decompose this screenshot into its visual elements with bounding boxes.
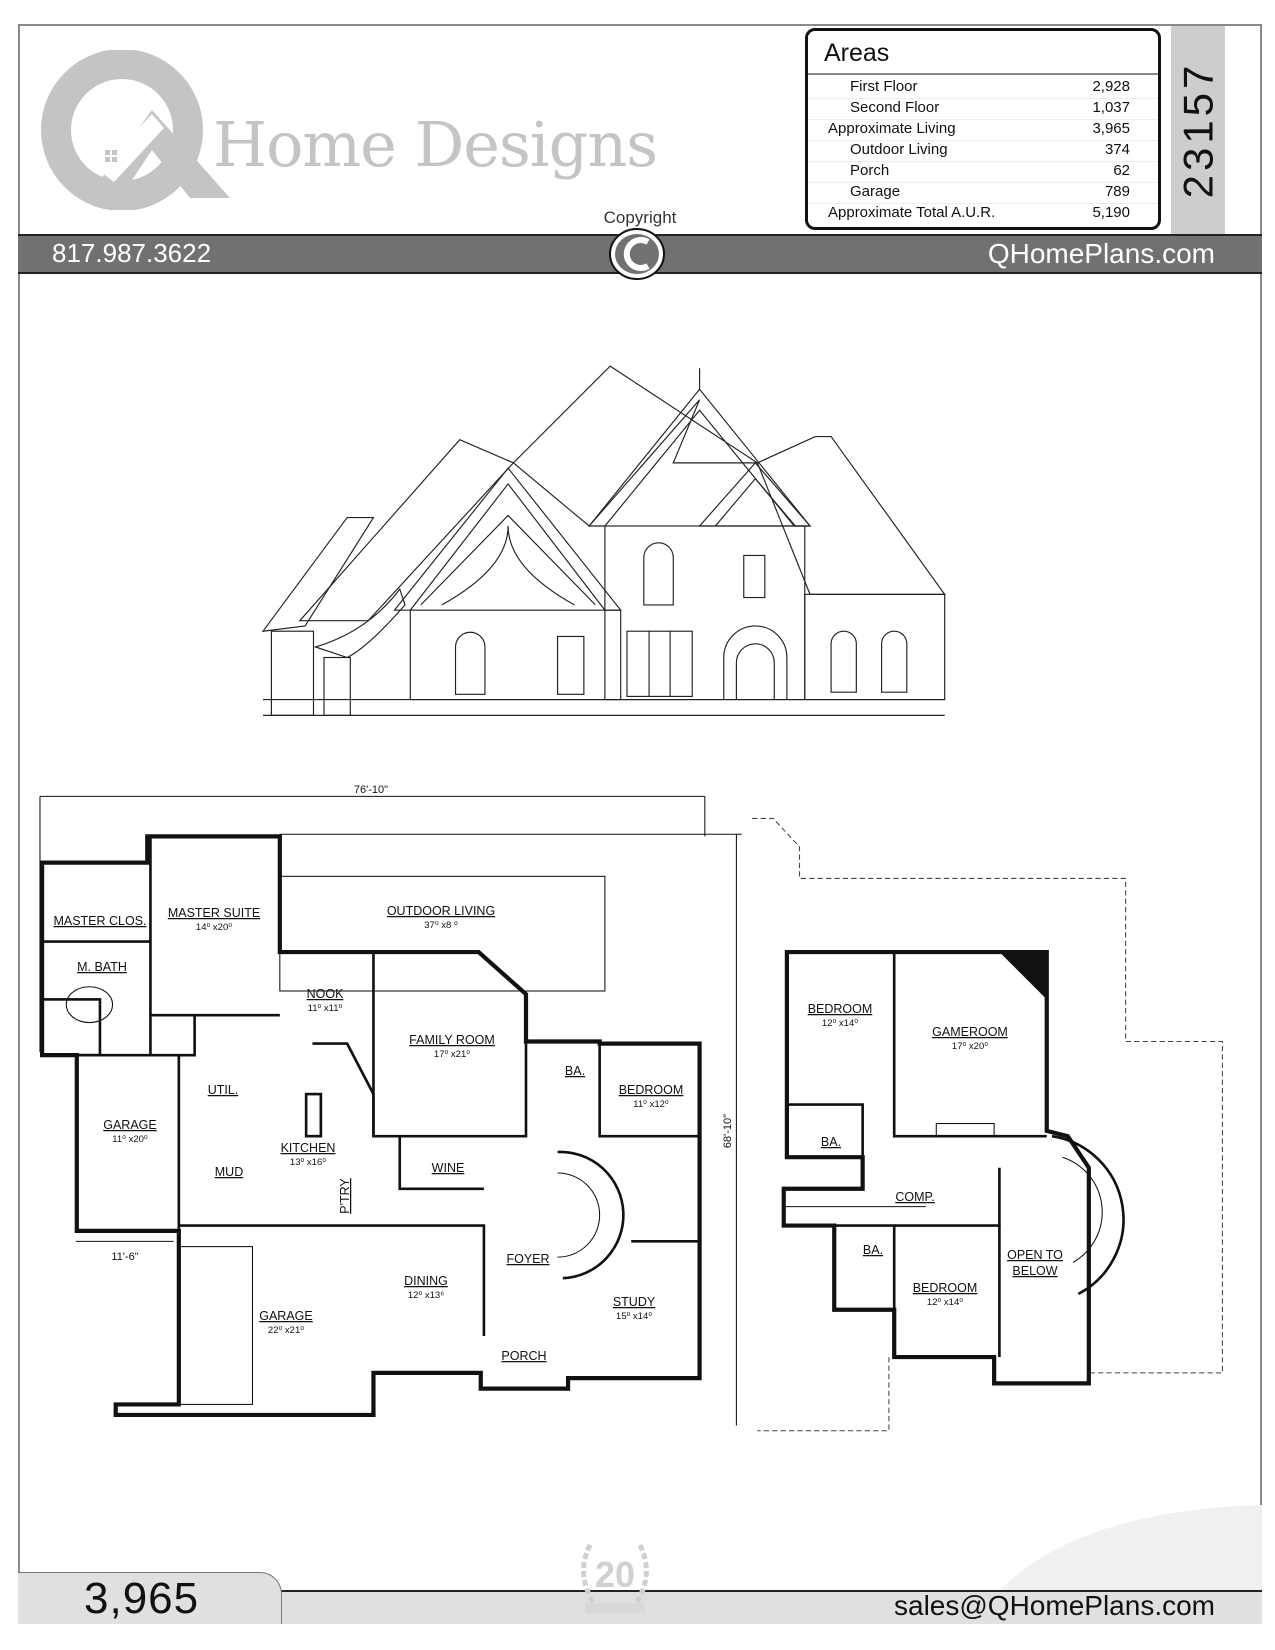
area-row: Porch 62 <box>808 160 1158 183</box>
room-master-bath: M. BATH <box>77 960 127 974</box>
second-floor-plan <box>752 817 1223 1432</box>
room-size: 17⁰ x21⁰ <box>434 1049 470 1060</box>
area-row: Approximate Total A.U.R. 5,190 <box>808 202 1158 224</box>
room-kitchen: KITCHEN <box>281 1141 336 1155</box>
area-value: 5,190 <box>1092 204 1130 221</box>
area-value: 2,928 <box>1092 78 1130 95</box>
room-porch: PORCH <box>501 1349 546 1363</box>
room-pantry: P'TRY <box>338 1178 352 1214</box>
room-bedroom-upper-2: BEDROOM <box>913 1281 978 1295</box>
area-value: 374 <box>1104 141 1130 158</box>
area-row: First Floor 2,928 <box>808 76 1158 99</box>
room-study: STUDY <box>613 1295 656 1309</box>
room-outdoor-living: OUTDOOR LIVING <box>387 904 495 918</box>
logo-text: Home Designs <box>213 108 658 181</box>
room-nook: NOOK <box>307 987 344 1001</box>
room-size: 11⁰ x11⁰ <box>308 1003 343 1014</box>
area-row: Outdoor Living 374 <box>808 139 1158 162</box>
badge-number: 20 <box>595 1554 635 1595</box>
open-to-below: OPEN TO <box>1007 1248 1063 1262</box>
room-size: 17⁰ x20⁰ <box>952 1041 988 1052</box>
phone-number: 817.987.3622 <box>52 238 212 268</box>
area-label: Approximate Total A.U.R. <box>828 204 996 221</box>
front-elevation <box>261 365 946 716</box>
dimension-width: 76'-10" <box>354 784 388 796</box>
copyright-c-icon <box>609 228 665 280</box>
room-size: 22⁰ x21⁰ <box>268 1325 304 1336</box>
room-size: 14⁰ x20⁰ <box>196 922 232 933</box>
website-link[interactable]: QHomePlans.com <box>987 238 1215 269</box>
room-gameroom: GAMEROOM <box>932 1025 1008 1039</box>
areas-title: Areas <box>824 39 890 67</box>
area-label: Second Floor <box>850 99 940 116</box>
sqft-tab <box>18 1572 282 1624</box>
room-size: 11⁰ x20⁰ <box>112 1134 148 1145</box>
area-value: 789 <box>1104 183 1130 200</box>
room-dining: DINING <box>404 1274 448 1288</box>
anniversary-badge-icon: 20 <box>581 1543 649 1613</box>
room-bedroom: BEDROOM <box>619 1083 684 1097</box>
area-label: First Floor <box>850 78 918 95</box>
room-size: 12⁰ x14⁰ <box>822 1018 858 1029</box>
room-master-closet: MASTER CLOS. <box>53 914 146 928</box>
total-sqft: 3,965 <box>84 1574 200 1623</box>
room-garage-small: GARAGE <box>103 1118 157 1132</box>
area-row: Garage 789 <box>808 181 1158 204</box>
dimension-depth: 68'-10" <box>722 1114 734 1148</box>
area-row: Second Floor 1,037 <box>808 97 1158 120</box>
room-size: 15⁰ x14⁰ <box>616 1311 652 1322</box>
room-master-suite: MASTER SUITE <box>168 906 260 920</box>
area-label: Approximate Living <box>828 120 956 137</box>
divider <box>808 73 1158 75</box>
first-floor-plan <box>39 795 742 1426</box>
copyright-label: Copyright <box>603 208 677 227</box>
room-family-room: FAMILY ROOM <box>409 1033 495 1047</box>
area-label: Outdoor Living <box>850 141 948 158</box>
room-labels: 76'-10" 68'-10" 11'-6" MASTER CLOS. MAST… <box>53 784 1063 1363</box>
area-value: 1,037 <box>1092 99 1130 116</box>
q-house-logo-icon <box>41 50 230 210</box>
room-size: 12⁰ x13⁶ <box>408 1290 444 1301</box>
room-size: 37⁰ x8 ⁰ <box>424 920 458 931</box>
room-wine: WINE <box>432 1161 465 1175</box>
areas-table: Areas First Floor 2,928 Second Floor 1,037… <box>805 28 1161 230</box>
plan-number-strip <box>1171 26 1225 234</box>
room-bedroom-upper: BEDROOM <box>808 1002 873 1016</box>
room-garage-large: GARAGE <box>259 1309 313 1323</box>
decorative-arc <box>1000 1505 1262 1590</box>
room-utility: UTIL. <box>208 1083 239 1097</box>
open-to-below: BELOW <box>1012 1264 1057 1278</box>
room-mud: MUD <box>215 1165 243 1179</box>
room-computer: COMP. <box>895 1190 934 1204</box>
area-value: 62 <box>1113 162 1130 179</box>
room-size: 12⁰ x14⁰ <box>927 1297 963 1308</box>
room-size: 13⁰ x16⁰ <box>290 1157 326 1168</box>
email-link[interactable]: sales@QHomePlans.com <box>894 1590 1215 1621</box>
room-size: 11⁰ x12⁰ <box>633 1099 669 1110</box>
area-label: Porch <box>850 162 890 179</box>
room-bath: BA. <box>565 1064 585 1078</box>
area-row: Approximate Living 3,965 <box>808 118 1158 141</box>
area-value: 3,965 <box>1092 120 1130 137</box>
room-bath-upper: BA. <box>821 1135 841 1149</box>
room-foyer: FOYER <box>506 1252 549 1266</box>
dimension-garage-door: 11'-6" <box>111 1251 138 1263</box>
room-bath-upper-2: BA. <box>863 1243 883 1257</box>
area-label: Garage <box>850 183 901 200</box>
